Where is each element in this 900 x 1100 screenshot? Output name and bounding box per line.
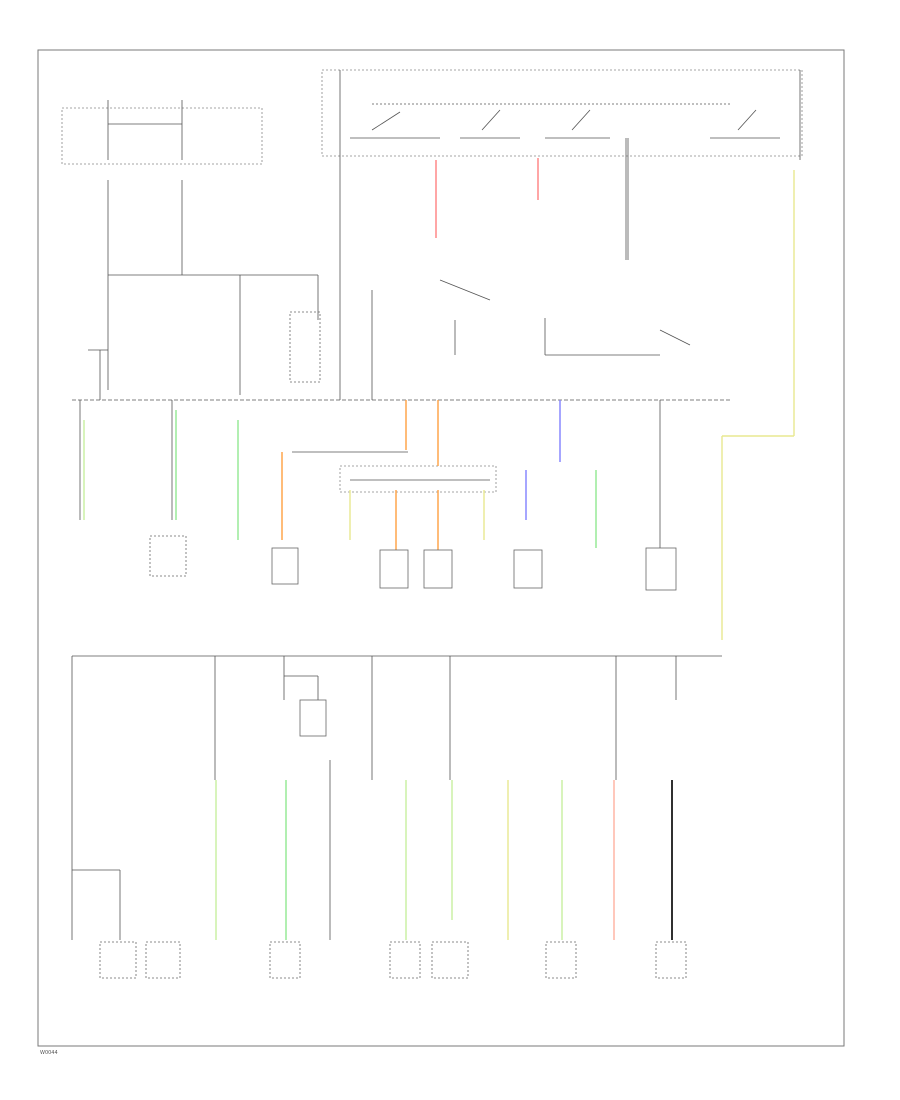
- component-box: [289, 311, 321, 383]
- component-box: [389, 941, 421, 979]
- diagram-border: [37, 49, 845, 1047]
- component-box: [99, 941, 137, 979]
- switch-box-top: [321, 69, 803, 157]
- component-box: [299, 699, 327, 737]
- component-box: [149, 535, 187, 577]
- fuse-box-left: [61, 107, 263, 165]
- component-box: [379, 549, 409, 589]
- component-box: [655, 941, 687, 979]
- component-box: [645, 547, 677, 591]
- component-box: [545, 941, 577, 979]
- component-box: [269, 941, 301, 979]
- footer-code: W0044: [40, 1050, 58, 1056]
- colored-wires: [83, 158, 795, 940]
- sub-connector: [339, 465, 497, 493]
- component-box: [431, 941, 469, 979]
- wires: [61, 69, 803, 940]
- component-box: [513, 549, 543, 589]
- component-box: [423, 549, 453, 589]
- component-box: [145, 941, 181, 979]
- components: [99, 311, 687, 979]
- component-box: [271, 547, 299, 585]
